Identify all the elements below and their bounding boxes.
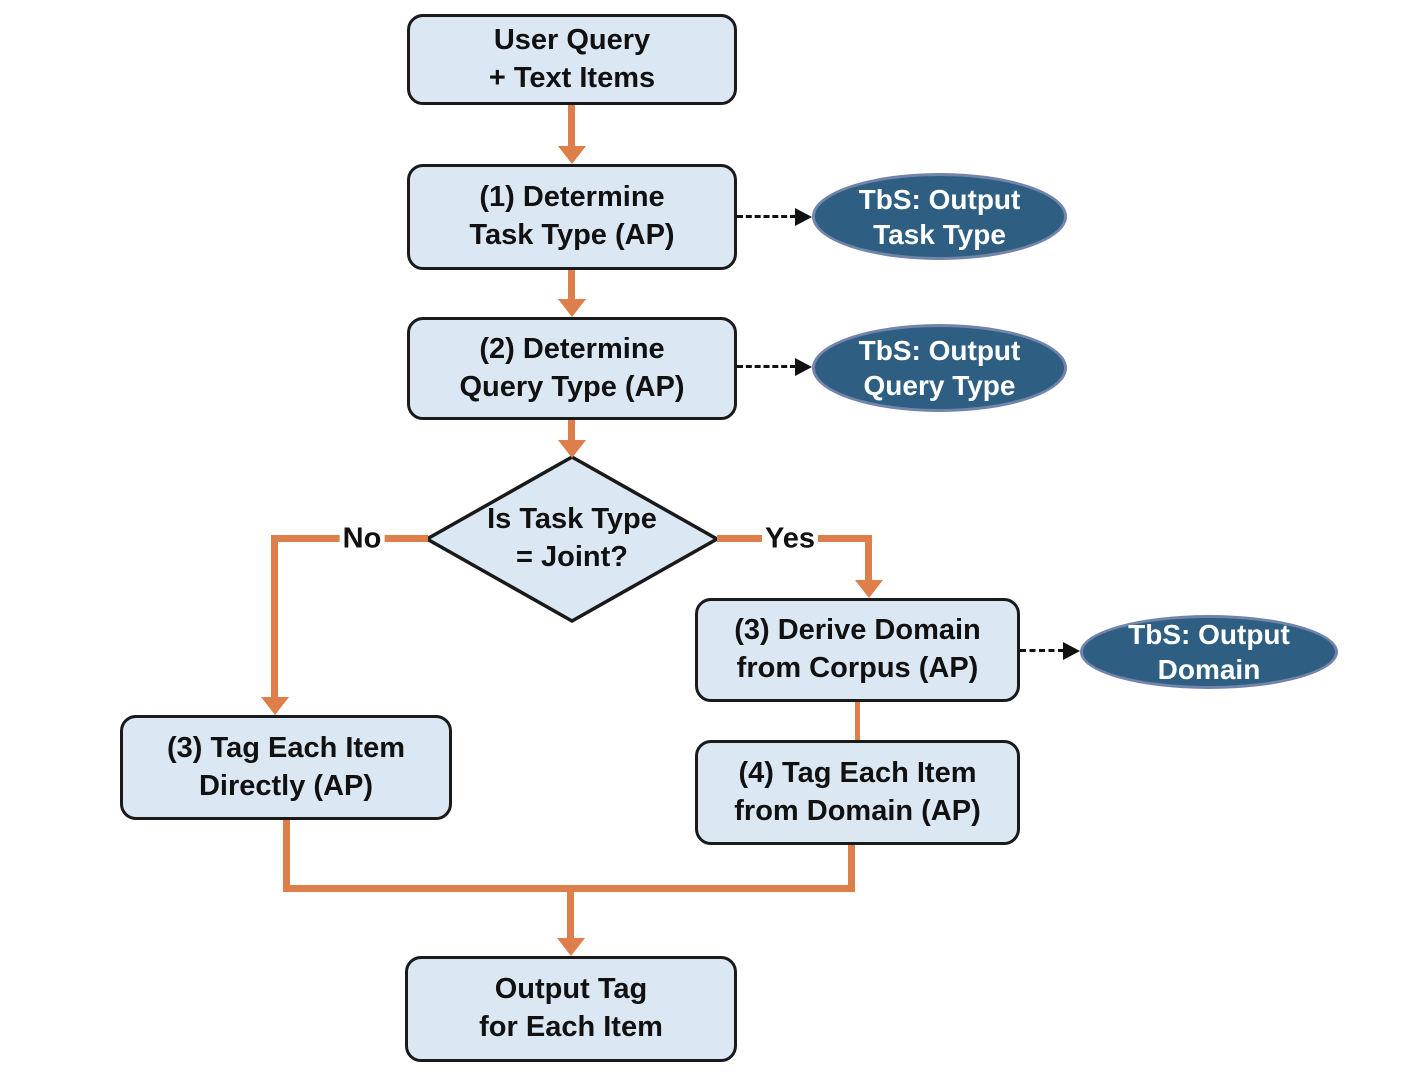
edge-yes-vertical xyxy=(865,535,872,581)
ellipse-output-domain: TbS: Output Domain xyxy=(1080,615,1338,689)
node-start: User Query + Text Items xyxy=(407,14,737,105)
decision-diamond-shape xyxy=(423,454,721,624)
arrowhead-dashed-domain-output xyxy=(1063,642,1080,660)
node-tag-each-item-directly: (3) Tag Each Item Directly (AP) xyxy=(120,715,452,820)
arrowhead-dashed-task-output xyxy=(795,208,812,226)
edge-merge-left-vertical xyxy=(283,820,290,892)
decision-diamond-label: Is Task Type = Joint? xyxy=(487,503,657,573)
edge-dashed-query-output xyxy=(737,365,796,368)
edge-label-yes: Yes xyxy=(762,522,818,556)
edge-derive-to-tag-domain xyxy=(855,702,860,740)
edge-merge-right-vertical xyxy=(848,845,855,892)
arrowhead-dashed-query-output xyxy=(795,358,812,376)
node-determine-query-type: (2) Determine Query Type (AP) xyxy=(407,317,737,420)
edge-dashed-domain-output xyxy=(1020,649,1064,652)
arrowhead-task-to-query xyxy=(558,299,586,317)
node-derive-domain: (3) Derive Domain from Corpus (AP) xyxy=(695,598,1020,702)
arrowhead-merge-to-output xyxy=(557,938,585,956)
arrowhead-yes-to-derive-domain xyxy=(855,580,883,598)
ellipse-output-task-type: TbS: Output Task Type xyxy=(812,173,1067,260)
node-output-tag: Output Tag for Each Item xyxy=(405,956,737,1062)
node-tag-each-item-from-domain: (4) Tag Each Item from Domain (AP) xyxy=(695,740,1020,845)
arrowhead-no-to-tag-direct xyxy=(261,697,289,715)
arrowhead-start-to-task xyxy=(558,146,586,164)
edge-no-vertical xyxy=(271,535,278,698)
arrowhead-query-to-decision xyxy=(558,440,586,458)
ellipse-output-query-type: TbS: Output Query Type xyxy=(812,324,1067,412)
edge-dashed-task-output xyxy=(737,215,796,218)
edge-task-to-query xyxy=(568,270,575,300)
node-determine-task-type: (1) Determine Task Type (AP) xyxy=(407,164,737,270)
edge-merge-down-stem xyxy=(567,885,574,939)
edge-query-to-decision xyxy=(568,420,575,441)
edge-label-no: No xyxy=(339,522,385,556)
edge-start-to-task xyxy=(568,105,575,147)
